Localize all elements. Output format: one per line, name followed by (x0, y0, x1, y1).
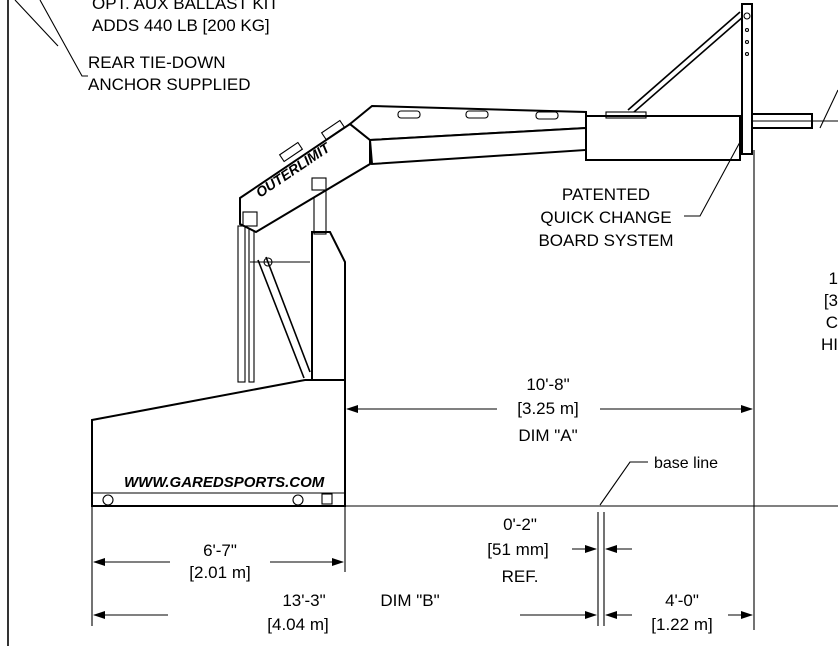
dim-b-meters: [4.04 m] (267, 615, 328, 634)
right-edge-line3: C (826, 313, 838, 332)
overhang-meters: [1.22 m] (651, 615, 712, 634)
right-edge-line1: 1 (829, 269, 838, 288)
tiedown-callout-line1: REAR TIE-DOWN (88, 53, 226, 72)
ref-millimeters: [51 mm] (487, 540, 548, 559)
base-width-meters: [2.01 m] (189, 563, 250, 582)
overhang-feet: 4'-0" (665, 591, 699, 610)
board-callout-line2: QUICK CHANGE (540, 208, 671, 227)
backboard-edge (741, 3, 753, 155)
right-edge-line2: [3 (824, 291, 838, 310)
dim-a-meters: [3.25 m] (517, 399, 578, 418)
tiedown-leader-line (39, 0, 88, 77)
column-housing (311, 231, 346, 381)
ref-feet: 0'-2" (503, 515, 537, 534)
base-line-leader (599, 461, 648, 506)
tiedown-callout-line2: ANCHOR SUPPLIED (88, 75, 250, 94)
board-bracket (585, 115, 741, 161)
ballast-callout-line2: ADDS 440 LB [200 KG] (92, 16, 270, 35)
lower-boom-arm (239, 122, 371, 234)
ballast-callout-line1: OPT. AUX BALLAST KIT (92, 0, 279, 13)
board-callout-line3: BOARD SYSTEM (538, 231, 673, 250)
dim-b-feet: 13'-3" (282, 591, 325, 610)
dim-a-feet: 10'-8" (526, 375, 569, 394)
right-edge-line4: HI (821, 335, 838, 354)
base-website-text: WWW.GAREDSPORTS.COM (124, 474, 325, 491)
board-system-leader (684, 141, 741, 217)
board-callout-line1: PATENTED (562, 185, 650, 204)
basketball-system-drawing (91, 3, 838, 507)
dim-a-name: DIM "A" (518, 426, 577, 445)
base-width-feet: 6'-7" (203, 541, 237, 560)
ballast-leader-line (14, 0, 59, 47)
dim-b-name: DIM "B" (380, 591, 439, 610)
base-line-label: base line (654, 455, 718, 472)
ref-label: REF. (502, 567, 539, 586)
